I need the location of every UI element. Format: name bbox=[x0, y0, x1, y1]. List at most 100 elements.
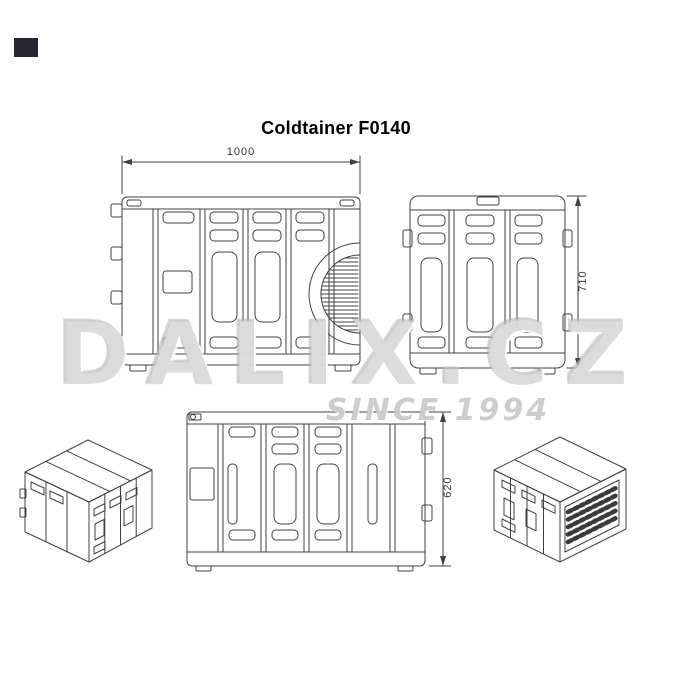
latch bbox=[562, 229, 573, 248]
panel-recess bbox=[162, 270, 193, 294]
foot bbox=[419, 367, 437, 375]
arrowhead-icon bbox=[575, 196, 581, 206]
latch bbox=[402, 229, 413, 248]
isometric-view-left bbox=[19, 439, 153, 563]
panel-recess bbox=[516, 257, 539, 333]
vent-slot bbox=[465, 336, 495, 349]
vent-slot bbox=[162, 336, 195, 349]
dimension-height-label: 710 bbox=[577, 270, 589, 292]
back-side-view-drawing bbox=[186, 411, 452, 572]
iso-end-face bbox=[24, 471, 90, 563]
extension-lines bbox=[121, 155, 361, 195]
foot bbox=[538, 367, 556, 375]
container-body-outline bbox=[409, 195, 566, 369]
vent-slot bbox=[465, 232, 495, 245]
vent-slot bbox=[93, 541, 106, 555]
vent-slot bbox=[514, 214, 543, 227]
panel-recess bbox=[273, 463, 297, 525]
vent-slot bbox=[209, 211, 239, 224]
condenser-grille-frame bbox=[564, 479, 620, 553]
foot bbox=[334, 364, 352, 372]
iso-end-face bbox=[559, 468, 627, 563]
vent-slot bbox=[314, 443, 342, 455]
lid-handle bbox=[476, 196, 500, 206]
panel-rib-lines bbox=[45, 481, 68, 553]
panel-recess bbox=[211, 251, 238, 323]
grille-outer-arc bbox=[308, 242, 361, 346]
dimension-depth-label: 620 bbox=[442, 476, 454, 498]
container-body-outline bbox=[186, 411, 426, 567]
foot bbox=[129, 364, 147, 372]
latch bbox=[19, 488, 27, 499]
latch bbox=[110, 334, 123, 349]
vent-slot bbox=[162, 211, 195, 224]
vent-slot bbox=[209, 336, 239, 349]
panel-rib-lines bbox=[448, 209, 511, 354]
page-title: Coldtainer F0140 bbox=[261, 118, 411, 138]
vent-slot bbox=[295, 336, 325, 349]
vent-slot bbox=[295, 229, 325, 242]
vent-slot bbox=[271, 529, 299, 541]
lid-rib-lines bbox=[45, 450, 132, 492]
latch bbox=[421, 437, 433, 455]
panel-recess bbox=[420, 257, 443, 333]
vent-slot bbox=[417, 336, 446, 349]
foot bbox=[195, 565, 212, 572]
latch bbox=[562, 313, 573, 332]
panel-rib-lines bbox=[152, 208, 335, 355]
latch bbox=[402, 313, 413, 332]
isometric-view-right bbox=[493, 436, 627, 563]
vent-slot bbox=[252, 229, 282, 242]
width-dimension-line bbox=[121, 155, 361, 195]
panel-recess bbox=[254, 251, 281, 323]
arrowhead-icon bbox=[350, 159, 360, 165]
vent-slot bbox=[417, 232, 446, 245]
panel-recess bbox=[503, 497, 537, 532]
vent-slot bbox=[93, 487, 138, 517]
foot bbox=[397, 565, 414, 572]
arrowhead-icon bbox=[575, 358, 581, 368]
vent-slot bbox=[252, 336, 282, 349]
lid-tab bbox=[188, 413, 202, 421]
panel-rib-lines bbox=[510, 477, 544, 555]
vent-slot bbox=[271, 426, 299, 438]
container-body-outline bbox=[121, 196, 361, 366]
vent-slot bbox=[417, 214, 446, 227]
dimension-width-label: 1000 bbox=[226, 146, 256, 158]
side-view-drawing bbox=[110, 155, 361, 372]
panel-rib-lines bbox=[217, 423, 396, 553]
vent-slot bbox=[30, 481, 64, 505]
lid-tab bbox=[339, 199, 355, 207]
grille-hatch-lines bbox=[320, 257, 359, 331]
height-dimension-line bbox=[566, 195, 587, 369]
latch bbox=[19, 507, 27, 518]
arrowhead-icon bbox=[122, 159, 132, 165]
condenser-grille bbox=[308, 242, 361, 346]
depth-dimension-line bbox=[428, 411, 452, 567]
vent-slot bbox=[514, 232, 543, 245]
latch bbox=[421, 504, 433, 522]
panel-recess bbox=[466, 257, 494, 333]
vent-slot bbox=[314, 426, 342, 438]
panel-groove bbox=[367, 463, 378, 525]
extension-lines bbox=[428, 411, 452, 567]
corner-logo bbox=[14, 38, 38, 57]
front-view-drawing bbox=[402, 195, 587, 375]
vent-slot bbox=[501, 518, 516, 533]
latch bbox=[110, 203, 123, 218]
panel-recess bbox=[316, 463, 340, 525]
vent-slot bbox=[228, 529, 256, 541]
vent-slot bbox=[295, 211, 325, 224]
panel-groove bbox=[227, 463, 238, 525]
latch bbox=[110, 246, 123, 261]
vent-slot bbox=[271, 443, 299, 455]
vent-slot bbox=[501, 479, 556, 514]
panel-recess bbox=[94, 505, 134, 541]
vent-slot bbox=[209, 229, 239, 242]
lid-tab bbox=[126, 199, 142, 207]
arrowhead-icon bbox=[440, 556, 446, 566]
latch bbox=[110, 290, 123, 305]
drain-plug bbox=[190, 414, 196, 420]
